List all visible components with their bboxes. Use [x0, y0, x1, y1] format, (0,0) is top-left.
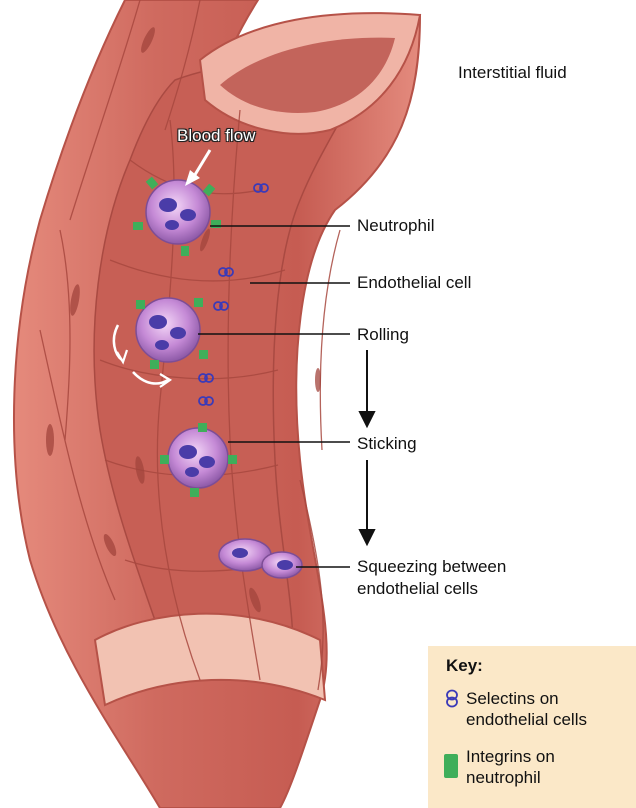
- key-legend: Key: Selectins on endothelial cells Inte…: [428, 646, 636, 808]
- endothelial-cell-label: Endothelial cell: [357, 273, 471, 293]
- integrin-key-icon: [444, 754, 458, 778]
- key-selectins-line2: endothelial cells: [466, 709, 587, 730]
- key-title: Key:: [446, 656, 483, 676]
- sticking-label: Sticking: [357, 434, 417, 454]
- key-integrins-line1: Integrins on: [466, 746, 555, 767]
- blood-flow-label: Blood flow: [177, 126, 255, 146]
- rolling-label: Rolling: [357, 325, 409, 345]
- interstitial-fluid-label: Interstitial fluid: [458, 63, 567, 83]
- key-integrins-line2: neutrophil: [466, 767, 541, 788]
- squeezing-label-line2: endothelial cells: [357, 579, 478, 599]
- neutrophil-label: Neutrophil: [357, 216, 435, 236]
- selectin-key-icon: [444, 688, 460, 710]
- squeezing-label-line1: Squeezing between: [357, 557, 506, 577]
- key-selectins-line1: Selectins on: [466, 688, 559, 709]
